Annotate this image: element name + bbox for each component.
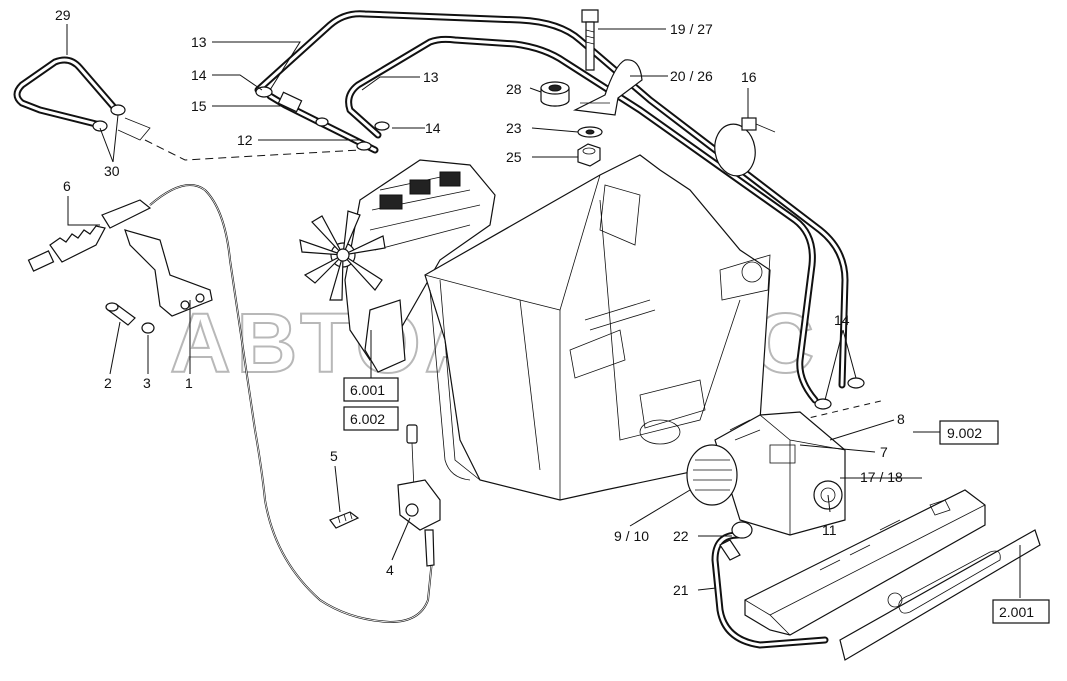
callout-8: 8 <box>897 411 905 427</box>
heater-unit <box>686 411 846 536</box>
callout-14-c: 14 <box>834 312 850 328</box>
callout-20-26: 20 / 26 <box>670 68 713 84</box>
hose-fittings-group <box>255 86 390 154</box>
callout-12: 12 <box>237 132 253 148</box>
heater-hose-13-lower <box>345 35 819 404</box>
dashed-leader <box>144 139 361 161</box>
callout-2: 2 <box>104 375 112 391</box>
bolt-19-27 <box>581 9 599 71</box>
callout-16: 16 <box>741 69 757 85</box>
hose-21 <box>711 521 829 649</box>
callout-9-10: 9 / 10 <box>614 528 649 544</box>
spacer-28 <box>540 81 570 107</box>
hose-clamp-14d <box>847 377 865 389</box>
washer-3 <box>141 322 155 334</box>
callout-25: 25 <box>506 149 522 165</box>
cab-frame <box>424 154 771 501</box>
valve-fitting-15 <box>277 91 303 113</box>
callout-1: 1 <box>185 375 193 391</box>
callout-29: 29 <box>55 7 71 23</box>
nut-25 <box>577 143 601 167</box>
air-duct-2-001 <box>744 489 1041 661</box>
reference-boxes: 6.001 6.002 9.002 2.001 <box>343 377 1050 624</box>
heater-control-lever-4 <box>397 424 441 567</box>
bolt-5 <box>329 511 360 529</box>
hose-clamp-22 <box>731 521 753 539</box>
callout-22: 22 <box>673 528 689 544</box>
callout-15: 15 <box>191 98 207 114</box>
callout-5: 5 <box>330 448 338 464</box>
callout-11: 11 <box>822 522 837 538</box>
callout-labels: 29 13 14 15 12 30 6 2 3 1 13 14 19 / 27 … <box>55 7 905 598</box>
bolt-2 <box>105 302 136 326</box>
callout-4: 4 <box>386 562 394 578</box>
callout-19-27: 19 / 27 <box>670 21 713 37</box>
cable-tie-16 <box>714 117 776 177</box>
blower-fan-9-10 <box>686 444 738 506</box>
callout-7: 7 <box>880 444 888 460</box>
callout-21: 21 <box>673 582 689 598</box>
throttle-cable-6 <box>27 184 433 624</box>
callout-13-right: 13 <box>423 69 439 85</box>
heater-hose-13-upper <box>254 10 849 389</box>
dashed-leader-2 <box>799 399 886 421</box>
callout-17-18: 17 / 18 <box>860 469 903 485</box>
hose-clamp-14c <box>814 398 832 410</box>
hose-clamp-14a <box>255 86 273 98</box>
callout-3: 3 <box>143 375 151 391</box>
ref-9-002: 9.002 <box>947 425 982 441</box>
hose-clamp-14b <box>374 121 390 131</box>
hose-29 <box>13 56 151 141</box>
hose-clamp-12 <box>356 141 372 151</box>
washer-23 <box>577 126 603 138</box>
cooling-fan <box>299 210 386 301</box>
ref-6-001: 6.001 <box>350 382 385 398</box>
hose-clamp-30b <box>92 120 108 132</box>
callout-23: 23 <box>506 120 522 136</box>
bracket-1 <box>124 229 213 317</box>
callout-14-a: 14 <box>191 67 207 83</box>
hose-clamp-30a <box>110 104 126 116</box>
callout-30: 30 <box>104 163 120 179</box>
callout-14-b: 14 <box>425 120 441 136</box>
callout-28: 28 <box>506 81 522 97</box>
ref-6-002: 6.002 <box>350 411 385 427</box>
ref-2-001: 2.001 <box>999 604 1034 620</box>
leader-lines <box>66 24 1021 598</box>
callout-6: 6 <box>63 178 71 194</box>
pipe-clamp-20-26 <box>572 59 643 116</box>
engine-assembly <box>299 159 496 373</box>
callout-13-left: 13 <box>191 34 207 50</box>
